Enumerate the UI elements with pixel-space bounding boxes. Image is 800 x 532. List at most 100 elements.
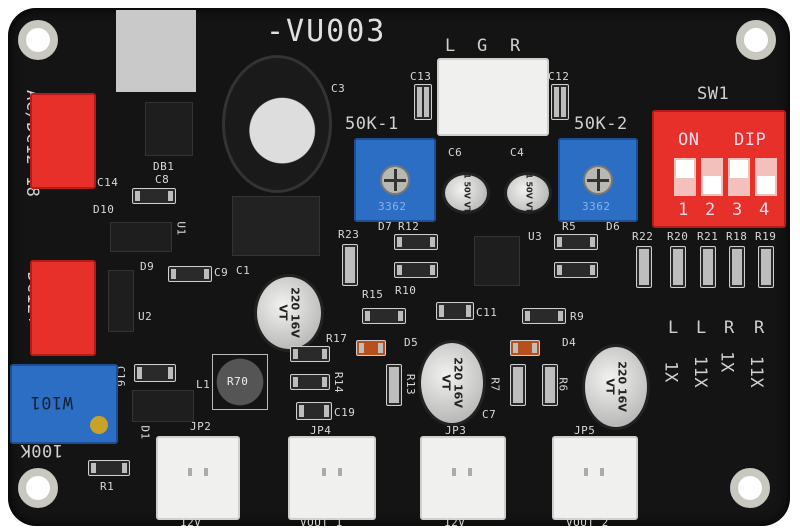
opamp-u3 bbox=[474, 236, 520, 286]
jp2-label: 12V bbox=[180, 516, 202, 529]
jp3-name: JP3 bbox=[445, 424, 467, 437]
trimmer-screw[interactable] bbox=[90, 416, 108, 434]
trimmer-100k[interactable]: W101 bbox=[10, 364, 118, 444]
resistor-r6 bbox=[542, 364, 558, 406]
dc-output-connector[interactable] bbox=[30, 260, 96, 356]
trimpot-50k-2[interactable]: 3362 bbox=[558, 138, 638, 222]
gain-value-3: 1X bbox=[716, 351, 737, 373]
label-d9: D9 bbox=[140, 260, 155, 273]
resistor-r15 bbox=[362, 308, 406, 324]
connector-jp4[interactable] bbox=[288, 436, 376, 520]
resistor-r5 bbox=[554, 234, 598, 250]
label-u1: U1 bbox=[174, 221, 188, 236]
c1-value: 220 16V VT bbox=[277, 287, 302, 339]
c7-value: 220 16V VT bbox=[440, 357, 465, 409]
gain-channel-4: R bbox=[754, 318, 765, 338]
gain-value-1: 1X bbox=[660, 361, 681, 383]
label-pad bbox=[116, 10, 196, 92]
label-c8: C8 bbox=[155, 173, 170, 186]
capacitor-c19 bbox=[296, 402, 332, 420]
resistor-r14 bbox=[290, 374, 330, 390]
label-r23: R23 bbox=[338, 228, 360, 241]
label-c11: C11 bbox=[476, 306, 498, 319]
resistor-r21 bbox=[700, 246, 716, 288]
gain-value-2: 11X bbox=[690, 355, 711, 389]
dip-switch-1[interactable] bbox=[674, 158, 696, 196]
label-d4: D4 bbox=[562, 336, 577, 349]
trimpot-50k-1[interactable]: 3362 bbox=[354, 138, 436, 222]
gain-value-4: 11X bbox=[746, 355, 767, 389]
label-c4: C4 bbox=[510, 146, 525, 159]
label-r15: R15 bbox=[362, 288, 384, 301]
pot-code-2: 3362 bbox=[582, 200, 611, 213]
label-c1: C1 bbox=[236, 264, 251, 277]
resistor-r10 bbox=[394, 262, 438, 278]
label-r5: R5 bbox=[562, 220, 577, 233]
resistor-r22 bbox=[636, 246, 652, 288]
jp5-name: JP5 bbox=[574, 424, 596, 437]
capacitor-c1: 220 16V VT bbox=[254, 274, 324, 352]
diode-d1 bbox=[132, 390, 194, 422]
resistor-r18 bbox=[729, 246, 745, 288]
jp5-label: VOUT 2 bbox=[566, 516, 609, 529]
capacitor-c9 bbox=[168, 266, 212, 282]
jp4-label: VOUT 1 bbox=[300, 516, 343, 529]
audio-pin-r: R bbox=[510, 36, 521, 56]
inductor-code: R70 bbox=[227, 375, 249, 388]
power-input-connector[interactable] bbox=[30, 93, 96, 189]
inductor-l1: R70 bbox=[212, 354, 268, 410]
resistor-r1 bbox=[88, 460, 130, 476]
resistor-r19 bbox=[758, 246, 774, 288]
label-d6: D6 bbox=[606, 220, 621, 233]
audio-pin-l: L bbox=[445, 36, 456, 56]
label-c3: C3 bbox=[331, 82, 346, 95]
connector-jp3[interactable] bbox=[420, 436, 506, 520]
gain-channel-1: L bbox=[668, 318, 679, 338]
label-d1: D1 bbox=[138, 425, 152, 440]
resistor-r9 bbox=[522, 308, 566, 324]
gain-channel-2: L bbox=[696, 318, 707, 338]
capacitor-c3 bbox=[222, 55, 332, 193]
label-c6: C6 bbox=[448, 146, 463, 159]
mounting-hole-top-left bbox=[18, 20, 58, 60]
dip-pos-3: 3 bbox=[732, 200, 743, 220]
jp2-name: JP2 bbox=[190, 420, 212, 433]
pot-label-1: 50K-1 bbox=[345, 114, 399, 134]
connector-jp2[interactable] bbox=[156, 436, 240, 520]
dip-pos-2: 2 bbox=[705, 200, 716, 220]
audio-input-connector[interactable] bbox=[437, 58, 549, 136]
connector-jp5[interactable] bbox=[552, 436, 638, 520]
pot-label-2: 50K-2 bbox=[574, 114, 628, 134]
label-r13: R13 bbox=[404, 373, 418, 396]
label-r19: R19 bbox=[755, 230, 777, 243]
dip-switch-2[interactable] bbox=[701, 158, 723, 196]
label-r18: R18 bbox=[726, 230, 748, 243]
regulator-u1 bbox=[232, 196, 320, 256]
resistor-r3 bbox=[554, 262, 598, 278]
label-u3: U3 bbox=[528, 230, 543, 243]
label-c9: C9 bbox=[214, 266, 229, 279]
model-label: -VU003 bbox=[266, 14, 387, 49]
capacitor-c7: 220 16V VT bbox=[418, 340, 486, 426]
dip-on-label: ON bbox=[678, 130, 700, 150]
label-r9: R9 bbox=[570, 310, 585, 323]
trimmer-code: W101 bbox=[30, 392, 73, 412]
label-r20: R20 bbox=[667, 230, 689, 243]
dip-switch[interactable]: ON DIP 1 2 3 4 bbox=[652, 110, 786, 228]
trimmer-label: 100K bbox=[20, 440, 63, 460]
label-c12: C12 bbox=[548, 70, 570, 83]
mounting-hole-top-right bbox=[736, 20, 776, 60]
resistor-r13 bbox=[386, 364, 402, 406]
bridge-rectifier-db1 bbox=[145, 102, 193, 156]
pot-code-1: 3362 bbox=[378, 200, 407, 213]
label-c19: C19 bbox=[334, 406, 356, 419]
dip-switch-3[interactable] bbox=[728, 158, 750, 196]
diode-d4 bbox=[510, 340, 540, 356]
diode-d5 bbox=[356, 340, 386, 356]
dip-switch-4[interactable] bbox=[755, 158, 777, 196]
capacitor-c11 bbox=[436, 302, 474, 320]
gain-channel-3: R bbox=[724, 318, 735, 338]
dip-pos-4: 4 bbox=[759, 200, 770, 220]
jp4-name: JP4 bbox=[310, 424, 332, 437]
label-d7: D7 bbox=[378, 220, 393, 233]
